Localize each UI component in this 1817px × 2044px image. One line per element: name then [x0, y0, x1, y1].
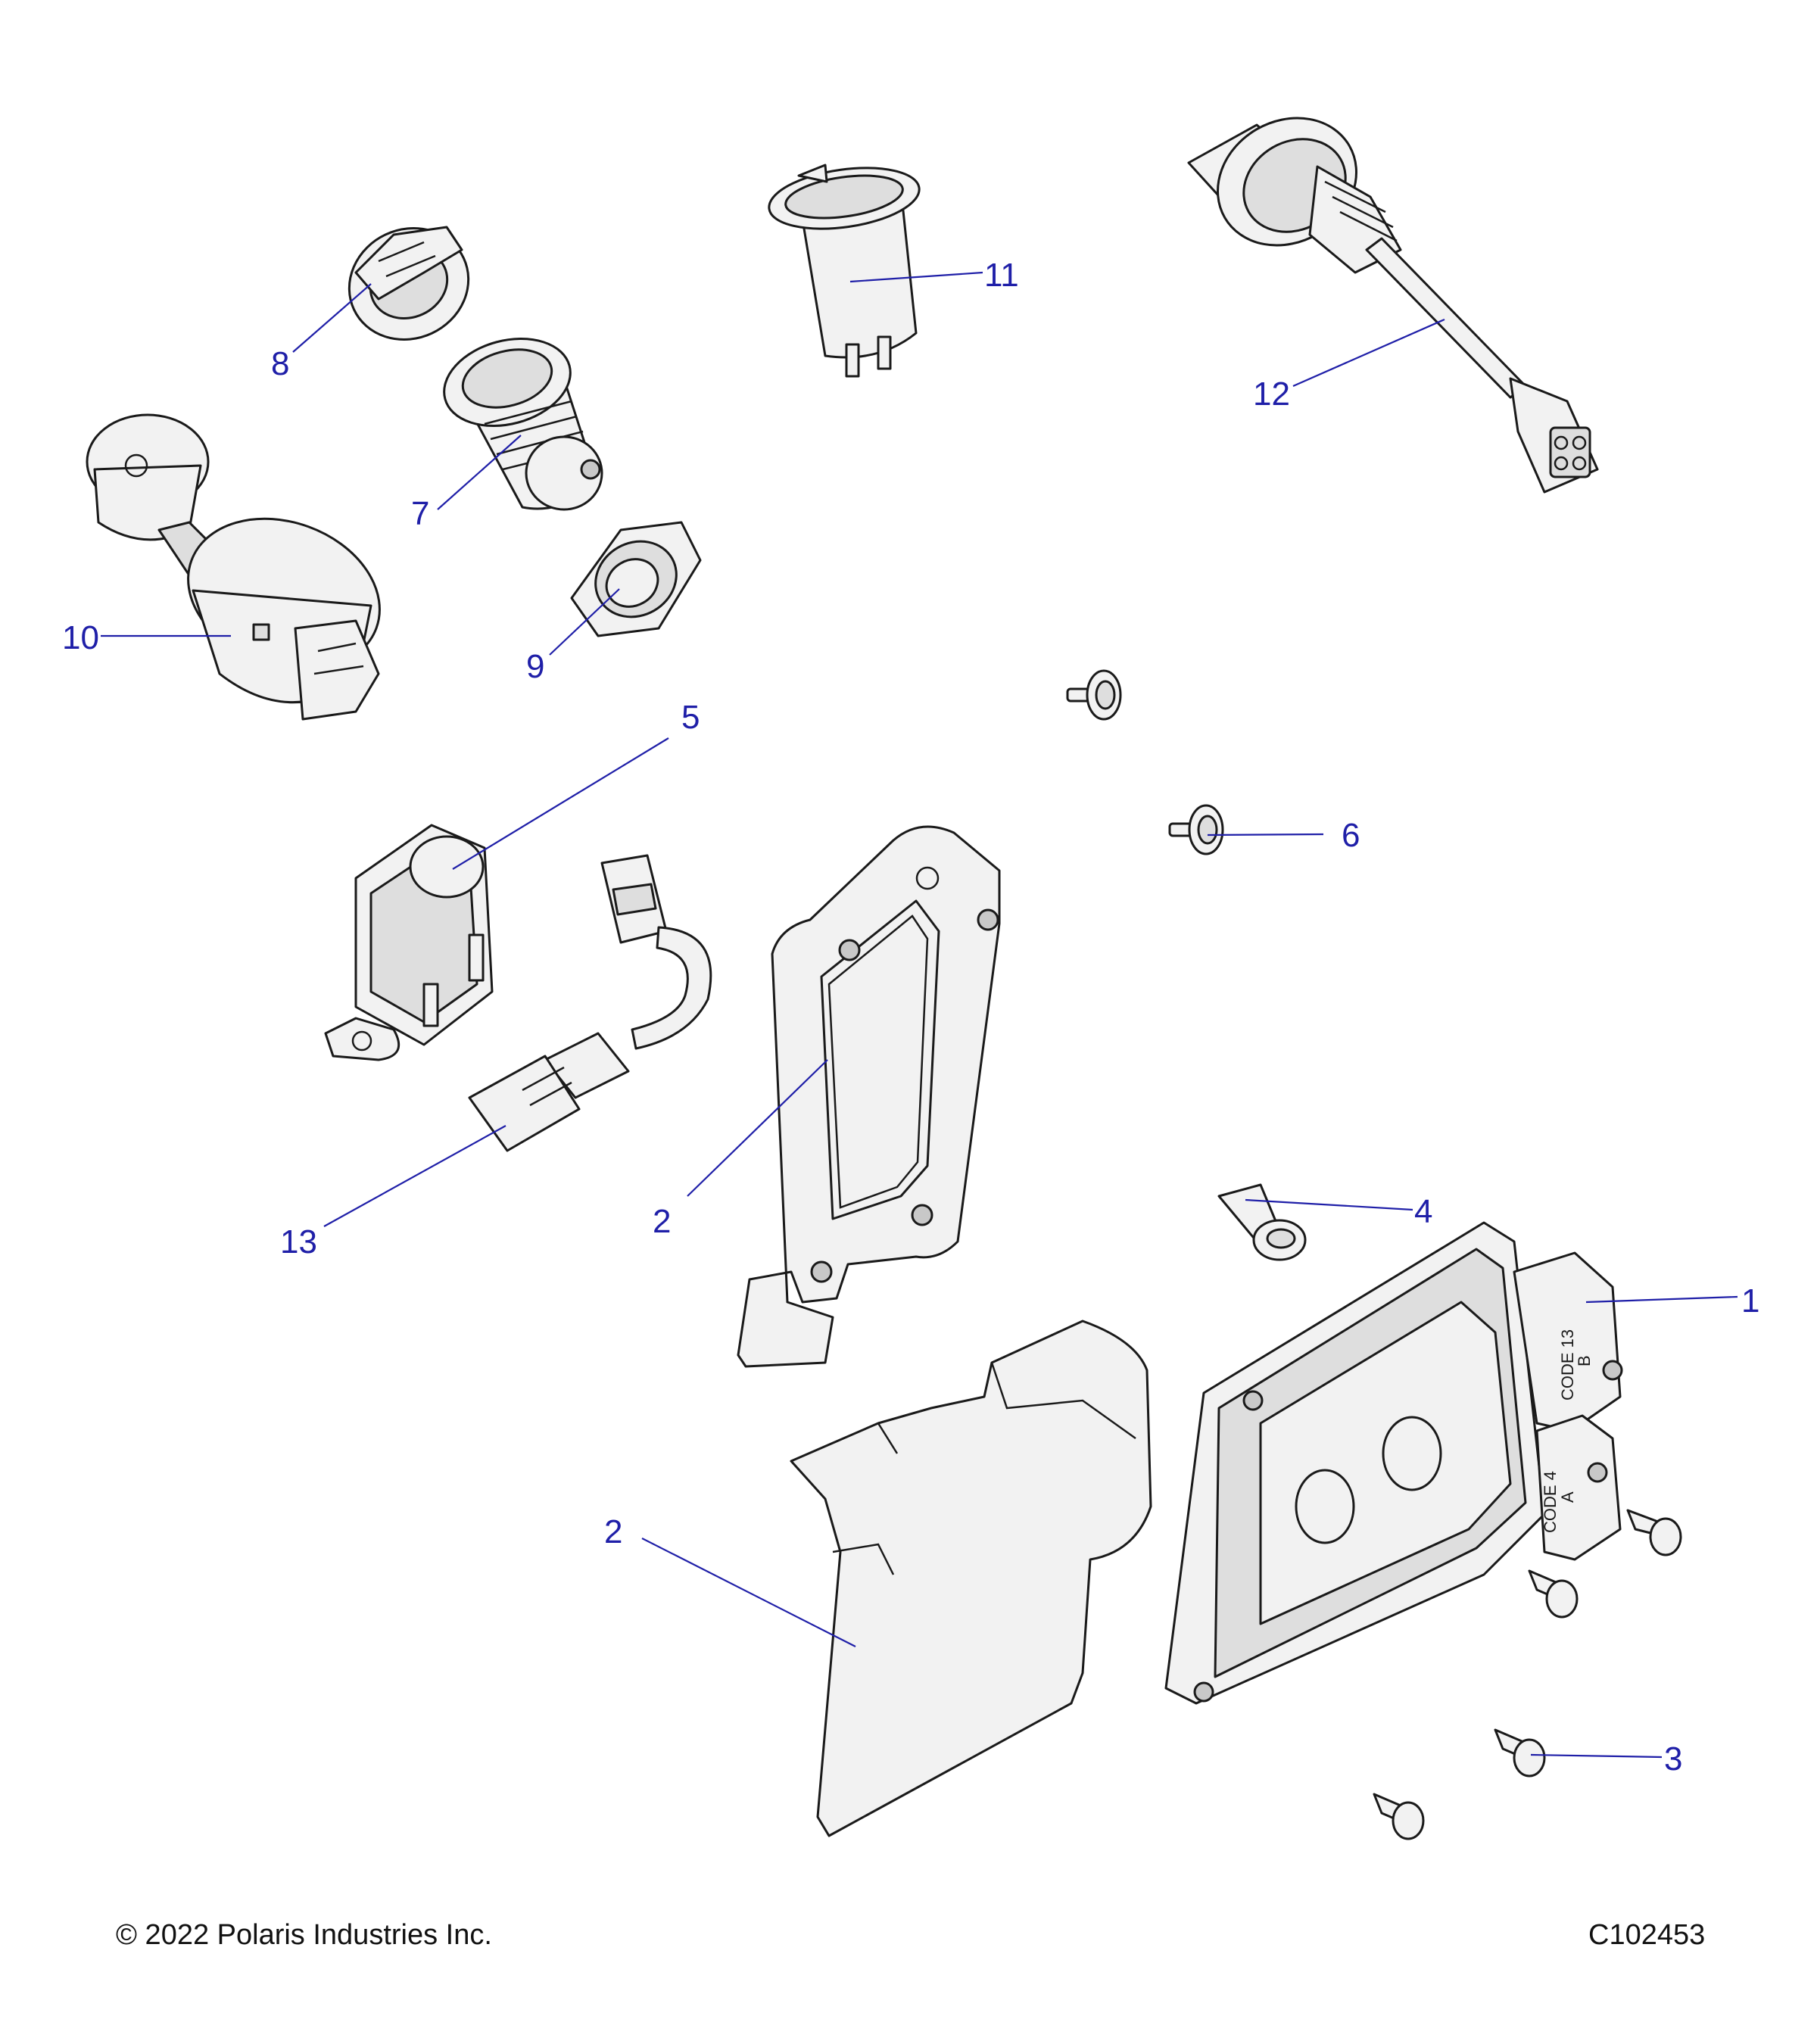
part-4-push-clip [1217, 1183, 1307, 1261]
callout-1: 1 [1741, 1282, 1759, 1320]
part-3-screws [1373, 1509, 1682, 1840]
part-12-sensor-harness [1187, 117, 1599, 494]
callout-2-lower: 2 [604, 1513, 622, 1550]
part-7-threaded-housing [443, 337, 603, 511]
callout-13: 13 [280, 1223, 317, 1260]
callout-9: 9 [526, 648, 544, 685]
module-letter-top: B [1575, 1355, 1594, 1366]
module-code-bottom: CODE 4 [1541, 1471, 1560, 1533]
leader-lines [101, 271, 1738, 1759]
callout-5: 5 [681, 699, 700, 736]
callout-8: 8 [271, 345, 289, 382]
leader-3 [1530, 1753, 1663, 1759]
callout-7: 7 [411, 495, 429, 532]
leader-12 [1292, 318, 1445, 388]
part-10-ignition-switch [86, 413, 381, 721]
leader-2-lower [641, 1538, 856, 1647]
leader-13 [323, 1125, 506, 1227]
leader-5 [452, 737, 669, 870]
leader-8 [292, 283, 372, 353]
part-9-hex-nut [570, 521, 702, 637]
callout-11: 11 [984, 257, 1019, 294]
part-13-pigtail-harness [468, 854, 712, 1152]
callout-2-upper: 2 [653, 1203, 671, 1240]
module-code-top: CODE 13 [1558, 1329, 1577, 1401]
part-6-screws [1066, 669, 1224, 855]
callout-labels: 1 2 2 3 4 5 6 7 8 9 10 11 12 13 [62, 257, 1759, 1778]
leader-9 [549, 588, 620, 656]
leader-1 [1585, 1295, 1738, 1304]
leader-7 [437, 435, 522, 510]
callout-3: 3 [1664, 1740, 1682, 1778]
part-2-bracket [737, 825, 1001, 1368]
part-1-control-module: CODE 13 B CODE 4 A [1164, 1221, 1623, 1705]
part-8-ring-nut [348, 226, 470, 341]
leader-2-upper [687, 1059, 828, 1197]
part-11-socket [768, 164, 921, 378]
callout-4: 4 [1414, 1193, 1432, 1230]
part-5-relay [324, 824, 494, 1061]
module-letter-bottom: A [1558, 1491, 1577, 1503]
leader-4 [1245, 1198, 1413, 1211]
callout-12: 12 [1253, 375, 1290, 413]
drawing-number: C102453 [1588, 1919, 1706, 1951]
callout-6: 6 [1342, 817, 1360, 854]
part-2-cover [790, 1320, 1152, 1837]
leader-11 [849, 271, 983, 283]
leader-6 [1207, 833, 1324, 837]
callout-10: 10 [62, 619, 99, 656]
copyright-notice: © 2022 Polaris Industries Inc. [116, 1919, 492, 1951]
